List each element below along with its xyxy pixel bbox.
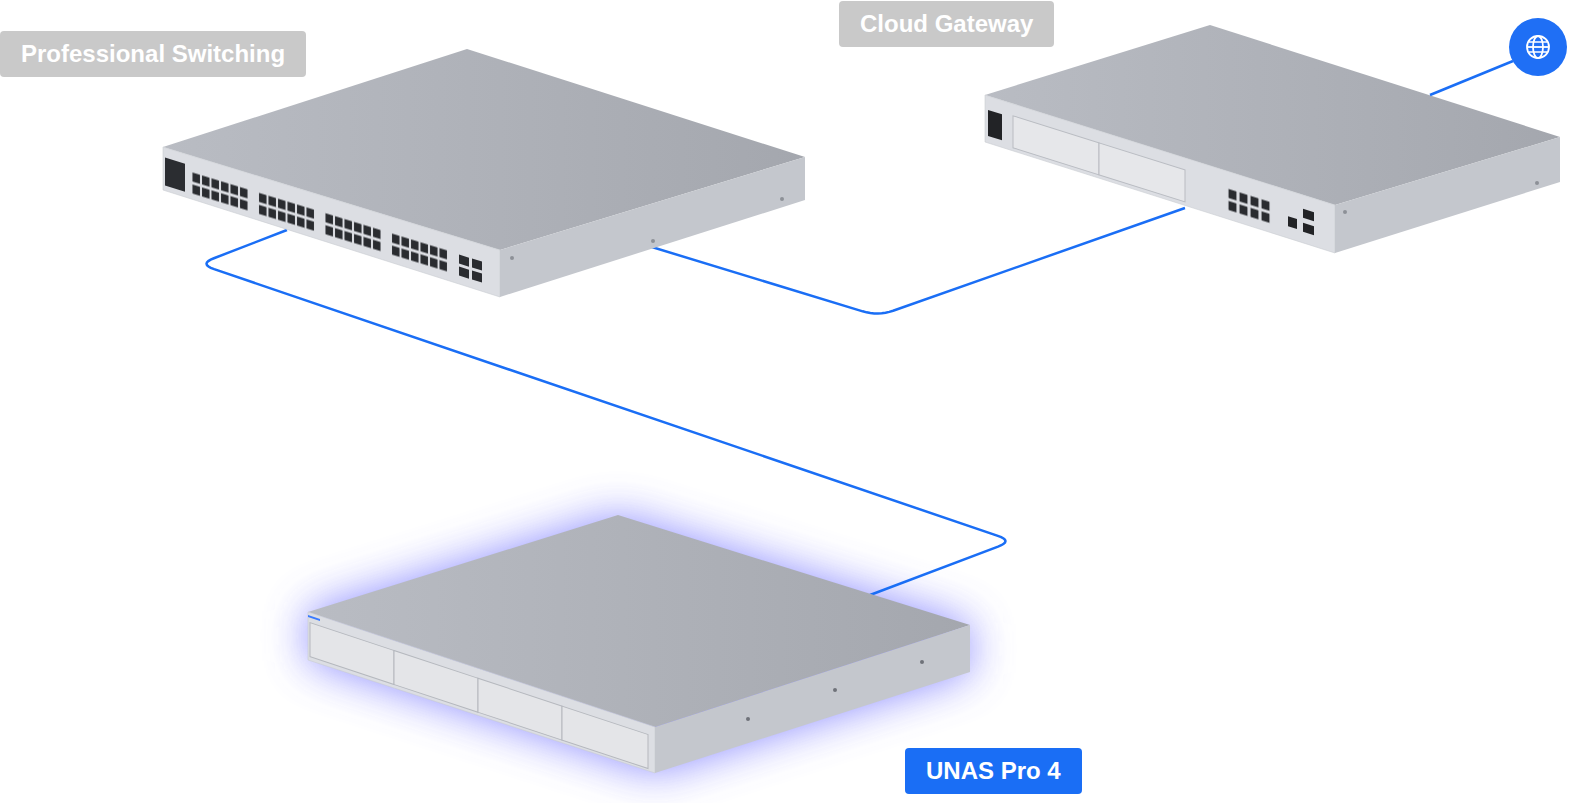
device-label: UNAS Pro 4 xyxy=(905,748,1082,794)
drive-bay xyxy=(310,623,394,685)
port-group xyxy=(192,171,249,212)
screw xyxy=(746,717,750,721)
rj45-port xyxy=(1288,216,1297,229)
sfp-port xyxy=(1303,209,1314,221)
internet-globe xyxy=(1509,18,1567,76)
port-group xyxy=(258,191,315,232)
sfp-port xyxy=(1303,223,1314,235)
port-group xyxy=(1227,187,1271,225)
switch-side xyxy=(500,157,805,297)
gateway-illustration xyxy=(985,18,1567,253)
drive-bay xyxy=(1099,143,1185,202)
device-label: Cloud Gateway xyxy=(839,1,1054,47)
gateway-front xyxy=(985,95,1335,253)
gateway-display xyxy=(988,110,1002,140)
port-group xyxy=(325,211,382,252)
drive-bay xyxy=(562,706,648,768)
globe-icon xyxy=(1529,41,1547,43)
screw xyxy=(920,660,924,664)
switch-ports xyxy=(165,158,482,284)
globe-icon xyxy=(1527,36,1549,58)
device-label: Professional Switching xyxy=(0,31,306,77)
gateway-front-details xyxy=(988,108,1314,242)
nas-front xyxy=(308,612,655,773)
nas-illustration xyxy=(308,515,970,773)
sfp-port xyxy=(472,259,482,271)
screw xyxy=(510,256,514,260)
screw xyxy=(1343,210,1347,214)
sfp-port xyxy=(472,271,482,283)
screw xyxy=(780,197,784,201)
screw xyxy=(1535,181,1539,185)
device-node: Professional Switching xyxy=(163,49,805,230)
globe-badge xyxy=(1509,18,1567,76)
switch-front xyxy=(163,147,500,297)
switch-display xyxy=(165,158,185,192)
sfp-port xyxy=(459,255,469,267)
nas-front-details xyxy=(308,615,648,769)
screw xyxy=(833,688,837,692)
sfp-port xyxy=(459,267,469,279)
drive-bay xyxy=(394,650,478,712)
nas-glow xyxy=(308,515,970,773)
drive-bay xyxy=(1013,116,1099,175)
gateway-side xyxy=(1335,137,1560,253)
status-led xyxy=(308,615,320,621)
globe-icon xyxy=(1529,51,1547,53)
device-node: Cloud Gateway xyxy=(985,25,1560,208)
globe-icon xyxy=(1527,46,1549,48)
internet-wire xyxy=(1430,61,1513,95)
device-node: UNAS Pro 4 xyxy=(308,595,970,773)
switch-illustration xyxy=(163,49,805,297)
drive-bay xyxy=(478,678,562,740)
port-group xyxy=(391,232,448,273)
screw xyxy=(651,239,655,243)
